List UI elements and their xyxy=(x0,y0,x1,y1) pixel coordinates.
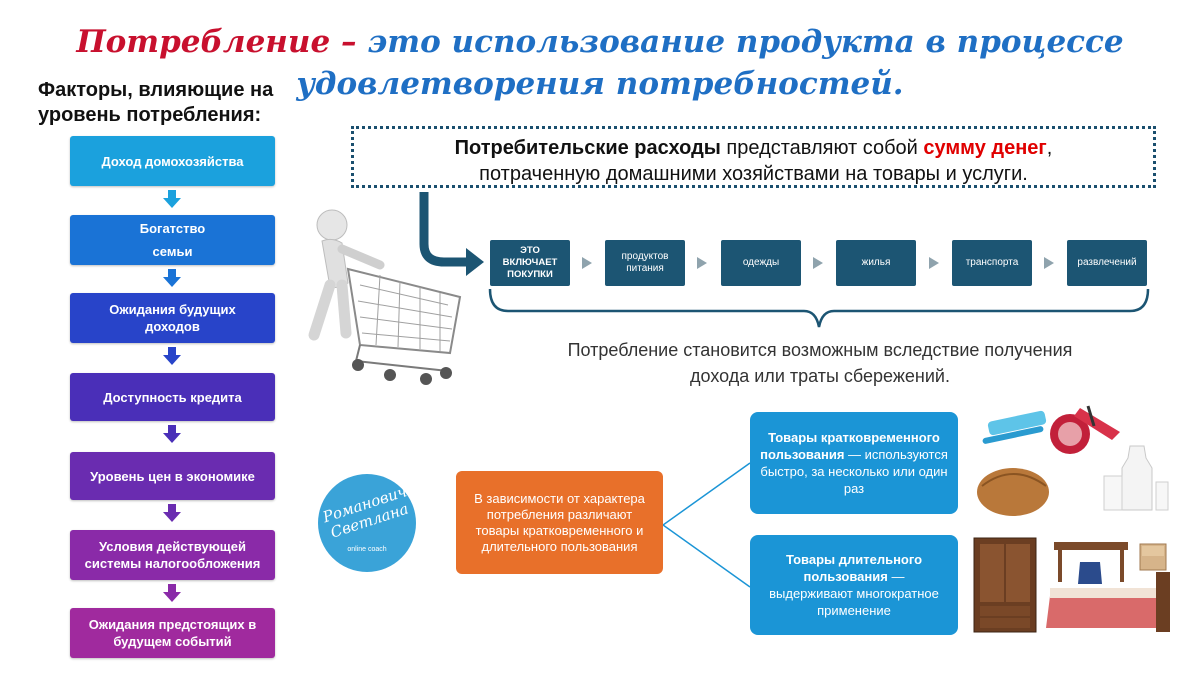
factor-box-wealth: Богатство семьи xyxy=(70,215,275,265)
chevron-right-icon xyxy=(697,257,707,269)
classification-text: В зависимости от характера потребления р… xyxy=(474,490,645,554)
definition-term: Потребительские расходы xyxy=(454,137,721,159)
shopping-cart-figure-icon xyxy=(308,209,462,385)
factor-label-line2: семьи xyxy=(152,244,193,259)
flow-box-transport: транспорта xyxy=(952,240,1032,286)
definition-middle: представляют собой xyxy=(720,137,924,159)
down-arrow-icon xyxy=(163,277,181,287)
factor-arrow-stem xyxy=(168,190,176,198)
short-term-text: — используются быстро, за несколько или … xyxy=(760,447,948,496)
definition-line2: потраченную домашними хозяйствами на тов… xyxy=(479,163,1028,185)
consumption-note: Потребление становится возможным вследст… xyxy=(510,337,1130,389)
author-logo: Романович Светлана online coach xyxy=(318,474,416,572)
long-term-text: — выдерживают многократное применение xyxy=(769,569,939,618)
consumable-goods-icon xyxy=(977,405,1169,516)
curly-brace-icon xyxy=(488,288,1150,328)
consumption-note-line1: Потребление становится возможным вследст… xyxy=(567,340,1073,360)
page-title-line2: удовлетворения потребностей. xyxy=(296,66,904,102)
factor-label-line2: будущем событий xyxy=(113,634,232,649)
definition-end: , xyxy=(1046,137,1053,159)
consumer-spending-definition: Потребительские расходы представляют соб… xyxy=(351,126,1156,188)
flow-box-clothing: одежды xyxy=(721,240,801,286)
factor-arrow-stem xyxy=(168,347,176,355)
down-arrow-icon xyxy=(163,355,181,365)
factor-box-income: Доход домохозяйства xyxy=(70,136,275,186)
factor-box-income-expectations: Ожидания будущих доходов xyxy=(70,293,275,343)
definition-highlight: сумму денег xyxy=(923,137,1047,159)
factor-label: Доход домохозяйства xyxy=(101,153,244,169)
chevron-right-icon xyxy=(929,257,939,269)
factor-box-future-events: Ожидания предстоящих в будущем событий xyxy=(70,608,275,658)
down-arrow-icon xyxy=(163,592,181,602)
short-term-title: Товары кратковременного пользования xyxy=(760,430,940,462)
connector-lines xyxy=(663,462,751,588)
factor-arrow-stem xyxy=(168,269,176,277)
factor-label-line2: доходов xyxy=(145,319,200,334)
title-dash: – xyxy=(330,24,368,60)
classification-box: В зависимости от характера потребления р… xyxy=(456,471,663,574)
factor-label: Уровень цен в экономике xyxy=(90,468,255,484)
down-arrow-icon xyxy=(163,198,181,208)
factor-label: Условия действующей xyxy=(99,539,246,554)
chevron-right-icon xyxy=(1044,257,1054,269)
short-term-goods-box: Товары кратковременного пользования — ис… xyxy=(750,412,958,514)
flow-box-housing: жилья xyxy=(836,240,916,286)
factor-label: Ожидания предстоящих в xyxy=(88,617,257,632)
title-term: Потребление xyxy=(76,24,331,60)
factor-arrow-stem xyxy=(168,584,176,592)
factors-heading: Факторы, влияющие на уровень потребления… xyxy=(38,78,273,128)
factors-heading-line2: уровень потребления: xyxy=(38,104,262,126)
title-definition: это использование продукта в процессе xyxy=(367,24,1124,60)
factor-box-credit: Доступность кредита xyxy=(70,373,275,421)
factor-box-price-level: Уровень цен в экономике xyxy=(70,452,275,500)
factor-label: Доступность кредита xyxy=(103,389,242,405)
page-title: Потребление – это использование продукта… xyxy=(0,22,1200,62)
down-arrow-icon xyxy=(163,433,181,443)
flow-first-line3: ПОКУПКИ xyxy=(507,269,553,280)
factor-label-line2: системы налогообложения xyxy=(84,556,261,571)
down-arrow-icon xyxy=(163,512,181,522)
bent-arrow-icon xyxy=(419,192,484,276)
factors-heading-line1: Факторы, влияющие на xyxy=(38,79,274,101)
chevron-right-icon xyxy=(582,257,592,269)
factor-arrow-stem xyxy=(168,504,176,512)
flow-first-line2: ВКЛЮЧАЕТ xyxy=(502,257,558,268)
factor-label: Ожидания будущих xyxy=(109,302,236,317)
long-term-title: Товары длительного пользования xyxy=(785,552,923,584)
factor-box-taxation: Условия действующей системы налогообложен… xyxy=(70,530,275,580)
consumption-note-line2: дохода или траты сбережений. xyxy=(690,366,950,386)
factor-arrow-stem xyxy=(168,425,176,433)
factor-label: Богатство xyxy=(139,221,206,236)
long-term-goods-box: Товары длительного пользования — выдержи… xyxy=(750,535,958,635)
chevron-right-icon xyxy=(813,257,823,269)
flow-box-food: продуктов питания xyxy=(605,240,685,286)
flow-box-entertainment: развлечений xyxy=(1067,240,1147,286)
flow-first-line1: ЭТО xyxy=(520,245,540,256)
durable-goods-icon xyxy=(973,537,1170,633)
logo-line3: online coach xyxy=(347,546,387,553)
